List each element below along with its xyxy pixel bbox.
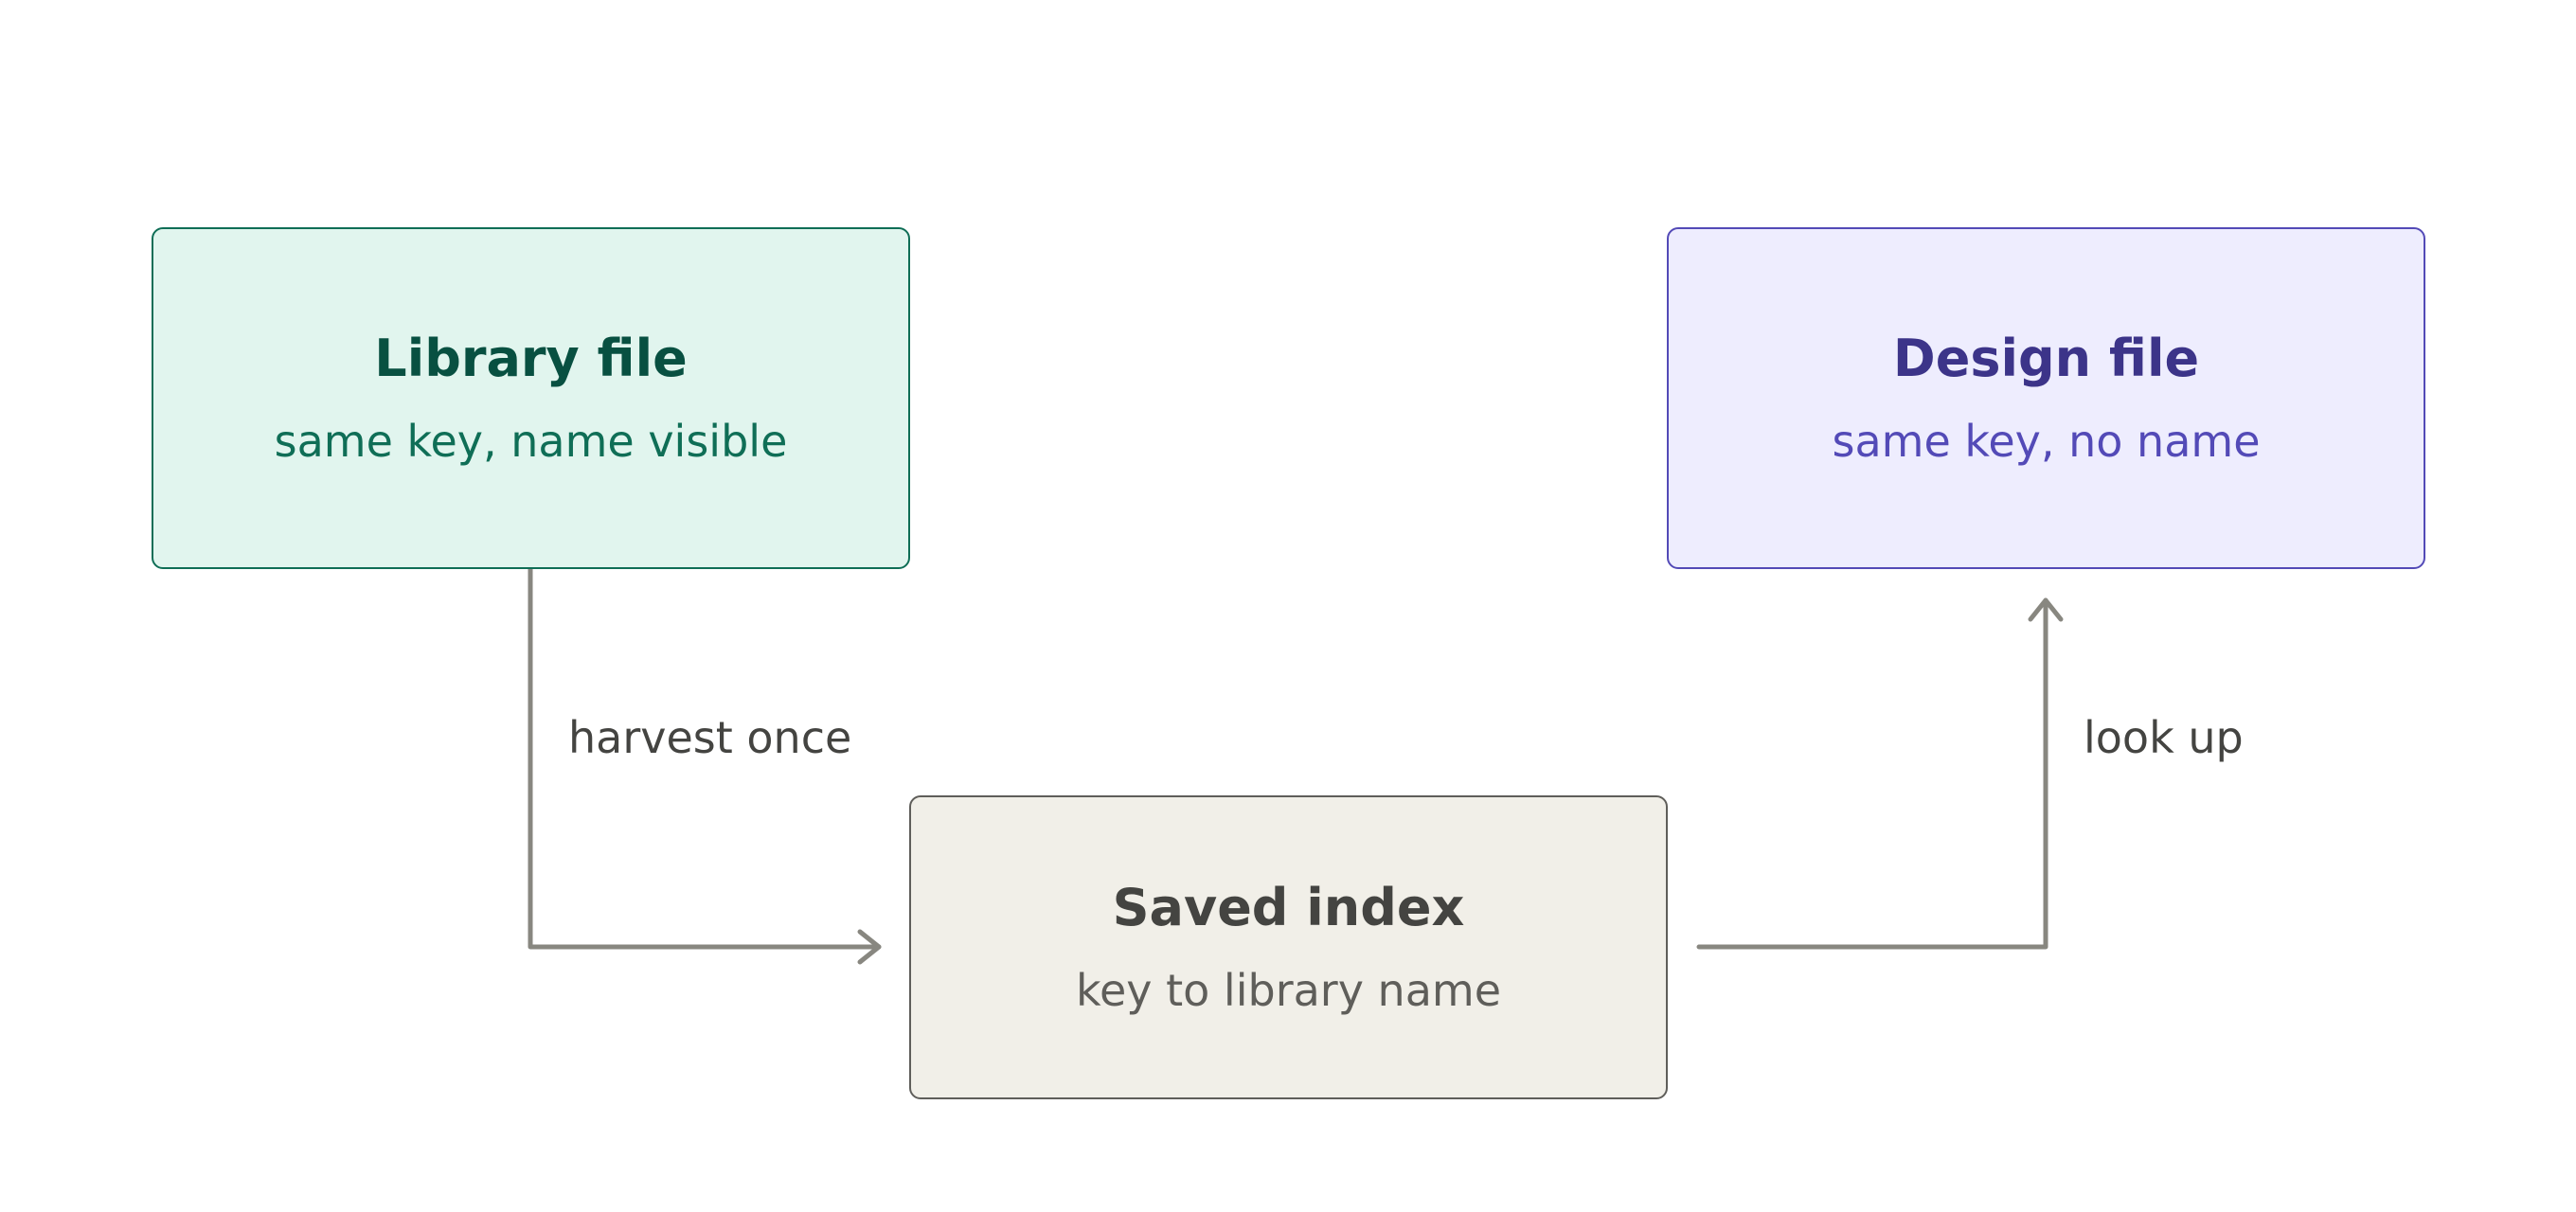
design-file-node: Design file same key, no name	[1667, 227, 2425, 569]
saved-index-node: Saved index key to library name	[909, 795, 1668, 1099]
harvest-arrowhead	[857, 929, 882, 965]
library-file-subtitle: same key, name visible	[274, 416, 788, 468]
lookup-arrow-line	[1696, 597, 2048, 950]
lookup-edge-label: look up	[2084, 712, 2244, 763]
saved-index-subtitle: key to library name	[1075, 965, 1502, 1017]
saved-index-title: Saved index	[1112, 877, 1465, 937]
library-file-node: Library file same key, name visible	[152, 227, 910, 569]
library-file-title: Library file	[374, 328, 688, 388]
harvest-arrow-line	[528, 566, 882, 950]
design-file-subtitle: same key, no name	[1832, 416, 2261, 468]
design-file-title: Design file	[1892, 328, 2200, 388]
lookup-arrowhead	[2028, 597, 2064, 622]
harvest-arrow	[528, 566, 882, 965]
harvest-edge-label: harvest once	[568, 712, 852, 763]
lookup-arrow	[1696, 597, 2064, 950]
